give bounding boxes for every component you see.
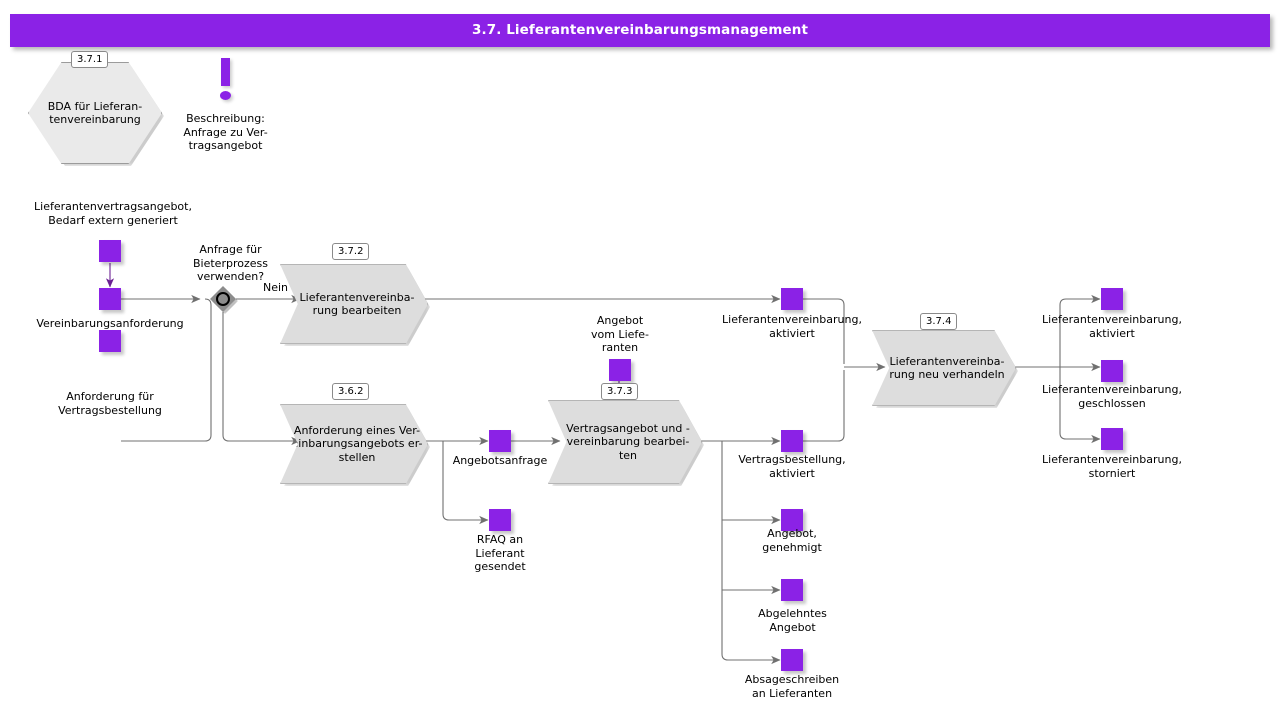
tag-374: 3.7.4 [920, 313, 958, 330]
tag-371: 3.7.1 [71, 51, 109, 68]
event-angebot-genehmigt[interactable] [781, 509, 803, 531]
event-lv-storniert[interactable] [1101, 428, 1123, 450]
exclamation-icon-bar [221, 58, 230, 86]
gateway-or-ring-icon [216, 292, 230, 306]
event-rfaq-gesendet[interactable] [489, 509, 511, 531]
annotation-label: Beschreibung: Anfrage zu Ver- tragsangeb… [183, 112, 268, 152]
event-angebot-vom-lieferanten-label: Angebot vom Liefe- ranten [590, 314, 649, 354]
tag-372: 3.7.2 [332, 243, 370, 260]
event-abgelehntes-angebot[interactable] [781, 579, 803, 601]
exclamation-icon-dot [220, 91, 231, 100]
source-note-label: Lieferantenvertragsangebot, Bedarf exter… [34, 200, 192, 227]
gateway-branch-label-nein: Nein [263, 281, 289, 294]
event-absageschreiben-label: Absageschreiben an Lieferanten [744, 673, 840, 700]
event-lv-aktiviert-right[interactable] [1101, 288, 1123, 310]
event-lv-storniert-label: Lieferantenvereinbarung, storniert [1042, 453, 1182, 480]
tag-373: 3.7.3 [601, 383, 639, 400]
function-374-label: Lieferantenvereinba- rung neu verhandeln [889, 354, 1005, 382]
event-angebotsanfrage[interactable] [489, 430, 511, 452]
event-vereinbarungsanforderung[interactable] [99, 288, 121, 310]
event-lv-aktiviert-right-label: Lieferantenvereinbarung, aktiviert [1042, 313, 1182, 340]
event-lv-geschlossen-label: Lieferantenvereinbarung, geschlossen [1042, 383, 1182, 410]
event-anforderung-vertragsbestellung[interactable] [99, 330, 121, 352]
event-angebot-vom-lieferanten[interactable] [609, 359, 631, 381]
event-vereinbarungsanforderung-label: Vereinbarungsanforderung [36, 317, 184, 330]
event-vertragsbestellung-aktiviert-label: Vertragsbestellung, aktiviert [738, 453, 846, 480]
event-rfaq-gesendet-label: RFAQ an Lieferant gesendet [474, 533, 526, 573]
event-lv-geschlossen[interactable] [1101, 360, 1123, 382]
event-angebotsanfrage-label: Angebotsanfrage [452, 454, 548, 467]
function-373-label: Vertragsangebot und - vereinbarung bearb… [566, 421, 690, 462]
chevron-shape: Vertragsangebot und - vereinbarung bearb… [548, 400, 702, 484]
gateway-question-label: Anfrage für Bieterprozess verwenden? [193, 243, 268, 283]
event-angebot-genehmigt-label: Angebot, genehmigt [762, 527, 822, 554]
chevron-shape: Anforderung eines Ver- einbarungsangebot… [280, 404, 428, 484]
event-start-square[interactable] [99, 240, 121, 262]
page-title-bar: 3.7. Lieferantenvereinbarungsmanagement [10, 14, 1270, 47]
tag-362: 3.6.2 [332, 383, 370, 400]
event-absageschreiben[interactable] [781, 649, 803, 671]
event-abgelehntes-angebot-label: Abgelehntes Angebot [758, 607, 827, 634]
event-vertragsbestellung-aktiviert[interactable] [781, 430, 803, 452]
or-gateway[interactable] [210, 286, 238, 314]
event-anforderung-vertragsbestellung-label: Anforderung für Vertragsbestellung [58, 390, 162, 417]
function-372-label: Lieferantenvereinba- rung bearbeiten [299, 290, 415, 318]
chevron-shape: Lieferantenvereinba- rung bearbeiten [280, 264, 428, 344]
chevron-shape: Lieferantenvereinba- rung neu verhandeln [872, 330, 1016, 406]
function-362-label: Anforderung eines Ver- einbarungsangebot… [291, 423, 423, 464]
page-title: 3.7. Lieferantenvereinbarungsmanagement [471, 22, 809, 38]
event-lv-aktiviert-mid[interactable] [781, 288, 803, 310]
event-lv-aktiviert-mid-label: Lieferantenvereinbarung, aktiviert [722, 313, 862, 340]
hexagon-371-label: BDA für Lieferan- tenvereinbarung [47, 99, 143, 127]
